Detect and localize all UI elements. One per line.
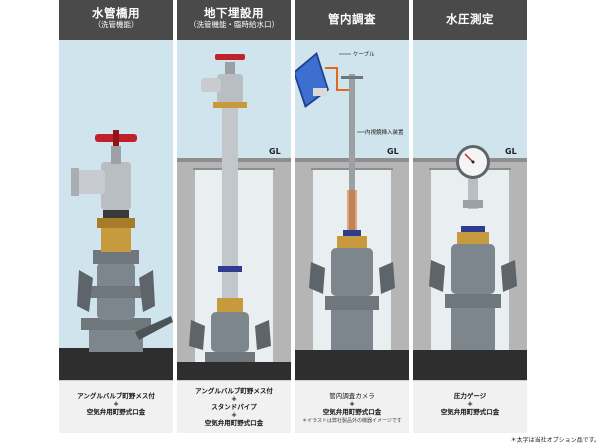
cable-label: ケーブル — [353, 50, 375, 58]
panel-caption: アングルバルブ町野メス付 + スタンドパイプ + 空気弁用町野式口金 — [177, 380, 291, 433]
panel-title: 水管橋用 — [92, 6, 140, 20]
panel-caption: 圧力ゲージ + 空気弁用町野式口金 — [413, 380, 527, 433]
panel-subtitle: （洗管機能） — [93, 20, 139, 29]
ground-level-label: GL — [269, 147, 281, 156]
caption-note: ＊イラストは弊社製品外の機器イメージです — [302, 418, 402, 424]
ground-level-label: GL — [387, 147, 399, 156]
caption-line: 空気弁用町野式口金 — [440, 408, 500, 416]
caption-line: アングルバルブ町野メス付 — [195, 387, 273, 395]
panel-subtitle: （洗管機能・臨時給水口） — [189, 20, 279, 29]
panel-header: 管内調査 — [295, 0, 409, 40]
panel-illustration: GL — [177, 40, 291, 380]
panel-pressure-test: 水圧測定 GL 圧力ゲージ + — [413, 0, 527, 433]
caption-plus: + — [113, 400, 119, 408]
panel-illustration: GL — [413, 40, 527, 380]
inspection-illustration: GL ケーブル 内視鏡挿入装置 — [295, 40, 409, 380]
panel-underground: 地下埋設用 （洗管機能・臨時給水口） GL — [177, 0, 291, 433]
panel-title: 管内調査 — [328, 12, 376, 26]
caption-line: アングルバルブ町野メス付 — [77, 392, 155, 400]
standpipe-illustration: GL — [177, 40, 291, 380]
caption-plus: + — [231, 411, 237, 419]
panel-header: 水管橋用 （洗管機能） — [59, 0, 173, 40]
caption-plus: + — [231, 395, 237, 403]
ground-level-label: GL — [505, 147, 517, 156]
caption-plus: + — [349, 400, 355, 408]
panel-pipe-inspection: 管内調査 GL ケーブル 内視鏡挿入装置 — [295, 0, 409, 433]
panel-title: 水圧測定 — [446, 12, 494, 26]
caption-line: 管内調査カメラ — [329, 392, 375, 400]
caption-line: 空気弁用町野式口金 — [86, 408, 146, 416]
panel-header: 水圧測定 — [413, 0, 527, 40]
panel-illustration — [59, 40, 173, 380]
caption-plus: + — [467, 400, 473, 408]
panel-caption: アングルバルブ町野メス付 + 空気弁用町野式口金 — [59, 380, 173, 433]
panel-illustration: GL ケーブル 内視鏡挿入装置 — [295, 40, 409, 380]
panel-water-bridge: 水管橋用 （洗管機能） — [59, 0, 173, 433]
panel-caption: 管内調査カメラ + 空気弁用町野式口金 ＊イラストは弊社製品外の機器イメージです — [295, 380, 409, 433]
valve-illustration — [59, 40, 173, 380]
caption-line: スタンドパイプ — [211, 403, 257, 411]
caption-line: 空気弁用町野式口金 — [204, 419, 264, 427]
panel-header: 地下埋設用 （洗管機能・臨時給水口） — [177, 0, 291, 40]
panel-title: 地下埋設用 — [204, 6, 264, 20]
footnote: ＊太字は当社オプション品です。 — [510, 437, 600, 444]
caption-line: 圧力ゲージ — [453, 392, 487, 400]
pressure-illustration: GL — [413, 40, 527, 380]
insertion-device-label: 内視鏡挿入装置 — [365, 128, 404, 136]
caption-line: 空気弁用町野式口金 — [322, 408, 382, 416]
